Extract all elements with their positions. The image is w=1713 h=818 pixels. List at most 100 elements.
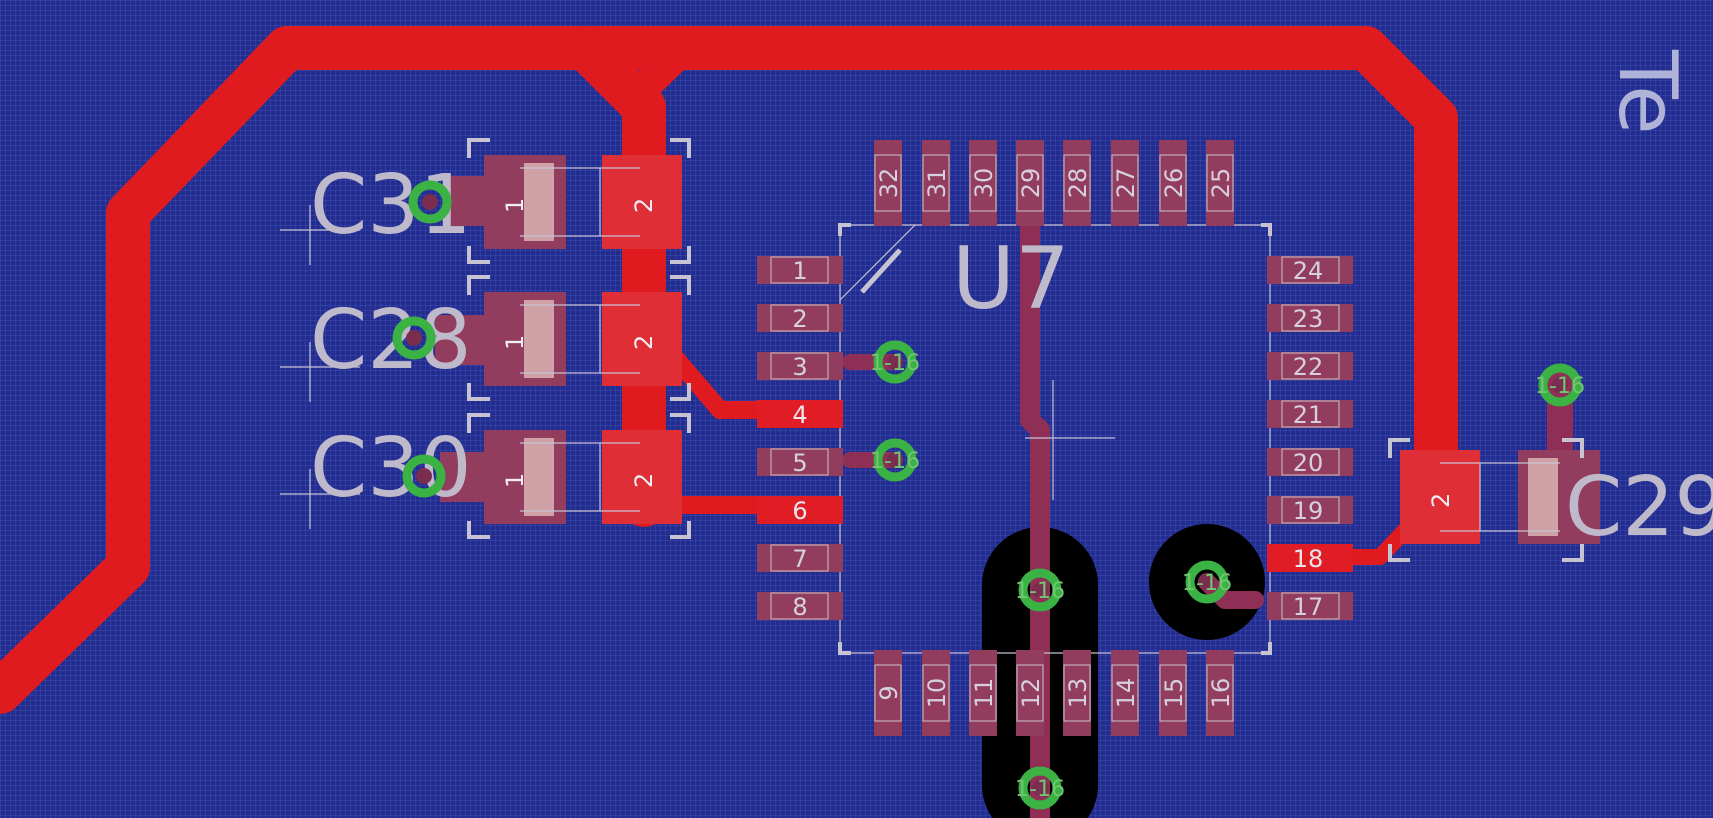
via[interactable] [1018, 568, 1062, 612]
via[interactable] [402, 454, 446, 498]
via-drill [1199, 574, 1215, 590]
u7-pad-10[interactable] [922, 650, 950, 736]
u7-pin-number: 4 [792, 401, 807, 429]
cap-pad-numbers: 1 2 1 2 1 2 2 [501, 198, 1455, 508]
u7-pad-15[interactable] [1159, 650, 1187, 736]
c30-pad2-number: 2 [630, 473, 658, 488]
c31-pad-1-neck [448, 176, 488, 226]
via-layer-label: 1-16 [1535, 374, 1585, 399]
u7-pad-26[interactable] [1159, 140, 1187, 226]
c30-pad1-number: 1 [501, 473, 529, 488]
u7-pin-number: 30 [970, 168, 998, 199]
c30-refdes: C30 [310, 421, 472, 516]
via[interactable] [1018, 766, 1062, 810]
via-layer-label: 1-16 [870, 351, 920, 376]
c30-pad-1-neck [440, 452, 488, 502]
c28-refdes: C28 [310, 293, 472, 388]
u7-pin-number: 18 [1293, 545, 1324, 573]
u7-pin-number: 20 [1293, 449, 1324, 477]
u7-pin-number: 24 [1293, 257, 1324, 285]
u7-pin-number: 16 [1207, 678, 1235, 709]
u7-chamfer [839, 224, 916, 301]
c29-refdes: C29 [1565, 460, 1713, 555]
u7-pad-outline [1016, 154, 1044, 212]
u7-pin-number: 2 [792, 305, 807, 333]
u7-pad-outline [1111, 154, 1139, 212]
u7-pad-32[interactable] [874, 140, 902, 226]
u7-pin-number: 5 [792, 449, 807, 477]
u7-pin-number: 23 [1293, 305, 1324, 333]
origin-markers [280, 205, 1115, 529]
via-drill [406, 330, 422, 346]
u7-pad-31[interactable] [922, 140, 950, 226]
u7-pad-16[interactable] [1206, 650, 1234, 736]
u7-pin-number: 1 [792, 257, 807, 285]
c28-pad1-number: 1 [501, 335, 529, 350]
u7-pin-number: 9 [875, 685, 903, 700]
top-trace-cap-bus-right [629, 33, 700, 103]
via-drill [1032, 582, 1048, 598]
c28-pad-1-neck [435, 315, 487, 365]
c28-pad-2[interactable] [602, 292, 682, 386]
u7-pin-number: 6 [792, 497, 807, 525]
u7-pin-number: 21 [1293, 401, 1324, 429]
u7-pad-outline [1159, 664, 1187, 722]
via[interactable] [408, 180, 452, 224]
capacitor-silkscreen [467, 138, 1584, 562]
u7-pad-outline [874, 664, 902, 722]
bottom-trace-via17 [1198, 573, 1264, 609]
u7-pad-outline [1281, 304, 1340, 332]
c29-pad-2[interactable] [1400, 450, 1480, 544]
u7-pad-28[interactable] [1063, 140, 1091, 226]
u7-pin-number: 31 [923, 168, 951, 199]
cap-body-lines [520, 167, 1560, 532]
u7-pad-outline [1281, 400, 1340, 428]
u7-pad-outline [770, 256, 829, 284]
u7-pad-13[interactable] [1063, 650, 1091, 736]
u7-pin-number: 25 [1207, 168, 1235, 199]
u7-pin1-marker [860, 248, 902, 294]
c31-outline [467, 138, 691, 264]
u7-pin-number: 3 [792, 353, 807, 381]
u7-pad-9[interactable] [874, 650, 902, 736]
u7-pad-25[interactable] [1206, 140, 1234, 226]
u7-pad-outline [1281, 352, 1340, 380]
c30-body [524, 438, 554, 516]
u7-pad-11[interactable] [969, 650, 997, 736]
top-trace-main-loop [0, 26, 1458, 714]
u7-pad-30[interactable] [969, 140, 997, 226]
c29-outline [1388, 438, 1584, 562]
u7-pad-outline [922, 664, 950, 722]
u7-pin-number: 17 [1293, 593, 1324, 621]
u7-pad-27[interactable] [1111, 140, 1139, 226]
u7-pad-outline [969, 664, 997, 722]
u7-pad-14[interactable] [1111, 650, 1139, 736]
u7-pad-outline [770, 352, 829, 380]
u7-pad-outline [1281, 496, 1340, 524]
via[interactable] [1538, 363, 1582, 407]
via-drill [422, 194, 438, 210]
via[interactable] [392, 316, 436, 360]
u7-pin-number: 8 [792, 593, 807, 621]
u7-pin-number: 32 [875, 168, 903, 199]
c28-pad2-number: 2 [630, 335, 658, 350]
u7-pad-outline [770, 304, 829, 332]
c30-outline [467, 413, 691, 539]
u7-pad-outline [922, 154, 950, 212]
via[interactable] [873, 438, 917, 482]
u7-pin-number: 10 [923, 678, 951, 709]
u7-pin-number: 14 [1112, 678, 1140, 709]
c31-pad-2[interactable] [602, 155, 682, 249]
via[interactable] [873, 340, 917, 384]
via[interactable] [1185, 560, 1229, 604]
u7-pad-29[interactable] [1016, 140, 1044, 226]
u7-pad-12[interactable] [1016, 650, 1044, 736]
u7-pin-number: 11 [970, 678, 998, 709]
c30-pad-2[interactable] [602, 430, 682, 524]
u7-pad-outline [969, 154, 997, 212]
